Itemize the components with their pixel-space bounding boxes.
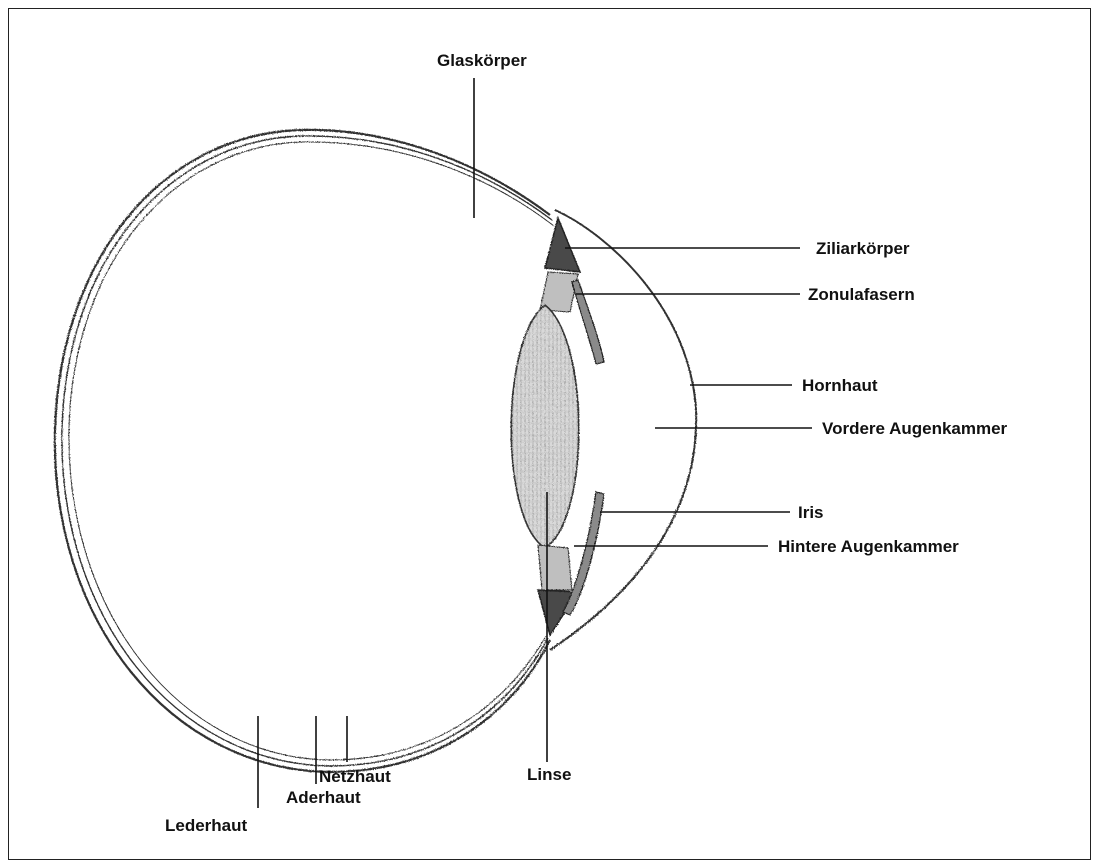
label-hornhaut: Hornhaut (802, 376, 878, 395)
label-zonulafasern: Zonulafasern (808, 285, 915, 304)
label-hintere-augenkammer: Hintere Augenkammer (778, 537, 959, 556)
label-ziliarkoerper: Ziliarkörper (816, 239, 910, 258)
choroid-outline (62, 136, 552, 766)
label-vordere-augenkammer: Vordere Augenkammer (822, 419, 1008, 438)
iris-top (572, 280, 604, 364)
zonular-fibers-bottom (538, 545, 572, 590)
ciliary-body-shape (545, 218, 580, 272)
label-linse: Linse (527, 765, 571, 784)
lens-shape (511, 305, 579, 548)
label-netzhaut: Netzhaut (319, 767, 391, 786)
retina-outline (69, 142, 554, 760)
labels: Glaskörper Ziliarkörper Zonulafasern Hor… (165, 51, 1008, 835)
label-iris: Iris (798, 503, 824, 522)
label-lederhaut: Lederhaut (165, 816, 248, 835)
label-glaskoerper: Glaskörper (437, 51, 527, 70)
label-aderhaut: Aderhaut (286, 788, 361, 807)
lens (511, 305, 579, 548)
eyeball-outline (55, 130, 696, 772)
